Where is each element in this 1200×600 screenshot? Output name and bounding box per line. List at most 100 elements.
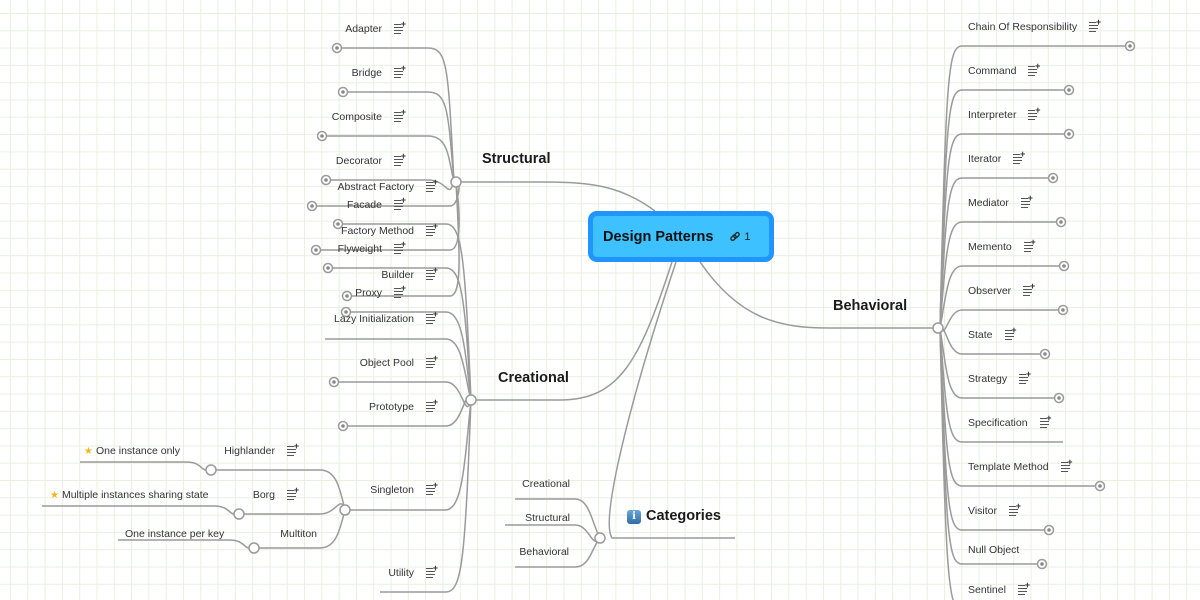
creational-hub[interactable] [465, 394, 477, 406]
notes-icon[interactable]: + [426, 354, 438, 369]
creational-item[interactable]: Lazy Initialization+ [334, 310, 438, 326]
categories-item[interactable]: Structural [525, 511, 570, 525]
connector [211, 469, 346, 511]
structural-item[interactable]: Composite + [331, 108, 406, 124]
topic-creational[interactable]: Creational [498, 370, 569, 386]
creational-item[interactable]: Singleton+ [370, 481, 438, 497]
expand-dot [336, 222, 340, 226]
notes-icon[interactable]: + [426, 564, 438, 579]
categories-item[interactable]: Behavioral [519, 545, 569, 559]
notes-icon[interactable]: + [1008, 502, 1021, 517]
categories-hub[interactable] [594, 532, 606, 544]
notes-icon[interactable]: + [426, 481, 438, 496]
notes-icon[interactable]: + [1023, 238, 1036, 253]
singleton-child-note[interactable]: ★One instance only [84, 444, 180, 459]
behavioral-item[interactable]: Iterator+ [968, 150, 1025, 166]
notes-icon[interactable]: + [1004, 326, 1017, 341]
collapse-toggle-icon[interactable] [233, 508, 245, 520]
connector [472, 261, 673, 401]
singleton-hub[interactable] [339, 504, 351, 516]
connector [254, 509, 346, 549]
collapse-toggle-icon[interactable] [248, 542, 260, 554]
behavioral-item[interactable]: Sentinel + [968, 581, 1030, 597]
link-indicator[interactable]: 1 [729, 231, 751, 243]
collapse-toggle-icon[interactable] [205, 464, 217, 476]
notes-icon[interactable]: + [394, 196, 406, 211]
notes-icon[interactable]: + [1023, 282, 1035, 297]
creational-item[interactable]: Prototype+ [369, 398, 438, 414]
notes-icon[interactable]: + [1028, 62, 1040, 77]
notes-icon[interactable]: + [426, 398, 438, 413]
notes-icon[interactable]: + [1028, 106, 1040, 121]
creational-item[interactable]: Utility+ [388, 564, 438, 580]
behavioral-item[interactable]: Mediator + [968, 194, 1033, 210]
notes-icon[interactable]: + [426, 222, 438, 237]
notes-icon[interactable]: + [1020, 194, 1033, 209]
notes-icon[interactable]: + [394, 108, 406, 123]
notes-icon[interactable]: + [287, 442, 299, 457]
behavioral-item[interactable]: Observer+ [968, 282, 1035, 298]
expand-dot [1051, 176, 1055, 180]
notes-icon[interactable]: + [287, 486, 299, 501]
expand-dot [1067, 132, 1071, 136]
connector [939, 327, 1042, 565]
categories-item[interactable]: Creational [522, 477, 570, 491]
notes-icon[interactable]: + [394, 284, 406, 299]
notes-icon[interactable]: + [394, 152, 406, 167]
behavioral-item[interactable]: Visitor+ [968, 502, 1021, 518]
notes-icon[interactable]: + [394, 240, 406, 255]
behavioral-item[interactable]: Strategy+ [968, 370, 1031, 386]
expand-dot [341, 90, 345, 94]
notes-icon[interactable]: + [1019, 370, 1031, 385]
structural-item[interactable]: Flyweight+ [338, 240, 406, 256]
behavioral-item[interactable]: Specification+ [968, 414, 1052, 430]
structural-item[interactable]: Decorator+ [336, 152, 406, 168]
topic-behavioral[interactable]: Behavioral [833, 298, 908, 314]
notes-icon[interactable]: + [426, 310, 438, 325]
notes-icon[interactable]: + [1089, 18, 1101, 33]
connector [380, 399, 472, 593]
behavioral-item[interactable]: Command+ [968, 62, 1040, 78]
structural-item[interactable]: Facade+ [347, 196, 406, 212]
notes-icon[interactable]: + [1013, 150, 1025, 165]
singleton-child-note[interactable]: ★Multiple instances sharing state [50, 488, 208, 503]
structural-item[interactable]: Bridge+ [352, 64, 406, 80]
notes-icon[interactable]: + [1017, 581, 1030, 596]
connector [328, 267, 472, 401]
singleton-child[interactable]: Multiton [280, 527, 317, 541]
singleton-child[interactable]: Highlander+ [224, 442, 299, 458]
behavioral-item[interactable]: State+ [968, 326, 1017, 342]
subtopic-label: Proxy [355, 287, 382, 299]
behavioral-item[interactable]: Null Object [968, 543, 1019, 557]
structural-item[interactable]: Proxy + [355, 284, 406, 300]
subtopic-label: Composite [331, 111, 382, 123]
notes-icon[interactable]: + [426, 266, 438, 281]
behavioral-item[interactable]: Chain Of Responsibility+ [968, 18, 1101, 34]
structural-hub[interactable] [450, 176, 462, 188]
creational-item[interactable]: Abstract Factory+ [338, 178, 438, 194]
behavioral-item[interactable]: Template Method+ [968, 458, 1073, 474]
central-topic[interactable]: Design Patterns 1 [588, 211, 774, 262]
creational-item[interactable]: Object Pool+ [360, 354, 438, 370]
singleton-child[interactable]: Borg+ [253, 486, 299, 502]
notes-icon[interactable]: + [1039, 414, 1052, 429]
subtopic-label: Mediator [968, 197, 1009, 209]
notes-icon[interactable]: + [426, 178, 438, 193]
notes-icon[interactable]: + [1060, 458, 1073, 473]
behavioral-hub[interactable] [932, 322, 944, 334]
structural-item[interactable]: Adapter+ [345, 20, 406, 36]
connector [347, 181, 460, 297]
creational-item[interactable]: Builder+ [381, 266, 438, 282]
notes-icon[interactable]: + [394, 20, 406, 35]
singleton-child-note[interactable]: One instance per key [125, 527, 224, 541]
behavioral-item[interactable]: Interpreter+ [968, 106, 1040, 122]
notes-icon[interactable]: + [394, 64, 406, 79]
behavioral-item[interactable]: Memento+ [968, 238, 1036, 254]
info-icon: i [627, 510, 641, 524]
subtopic-label: Sentinel [968, 584, 1006, 596]
creational-item[interactable]: Factory Method+ [341, 222, 438, 238]
topic-structural[interactable]: Structural [482, 151, 551, 167]
